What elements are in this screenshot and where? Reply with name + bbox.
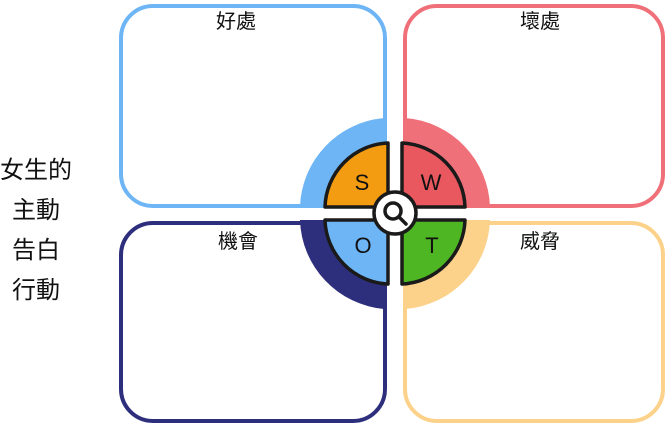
label-threats: 威脅 bbox=[520, 229, 560, 253]
side-title-line-4: 行動 bbox=[12, 276, 60, 304]
side-title-line-2: 主動 bbox=[12, 196, 60, 224]
box-threats bbox=[403, 221, 665, 423]
box-opportunities bbox=[119, 221, 387, 423]
tile-s bbox=[323, 141, 390, 209]
letter-s: S bbox=[355, 170, 370, 195]
letter-w: W bbox=[421, 170, 442, 195]
side-title: 女生的 主動 告白 行動 bbox=[0, 150, 72, 310]
tile-w bbox=[400, 141, 467, 209]
box-weaknesses bbox=[403, 4, 665, 208]
label-weaknesses: 壞處 bbox=[520, 9, 560, 33]
tile-o bbox=[323, 218, 390, 286]
letter-o: O bbox=[354, 233, 371, 258]
side-title-line-3: 告白 bbox=[12, 236, 60, 264]
magnifier-icon bbox=[372, 190, 418, 236]
label-opportunities: 機會 bbox=[218, 229, 258, 253]
label-strengths: 好處 bbox=[216, 9, 256, 33]
letter-t: T bbox=[425, 233, 438, 258]
tile-t bbox=[400, 218, 467, 286]
box-strengths bbox=[119, 4, 387, 208]
side-title-line-1: 女生的 bbox=[0, 156, 72, 184]
